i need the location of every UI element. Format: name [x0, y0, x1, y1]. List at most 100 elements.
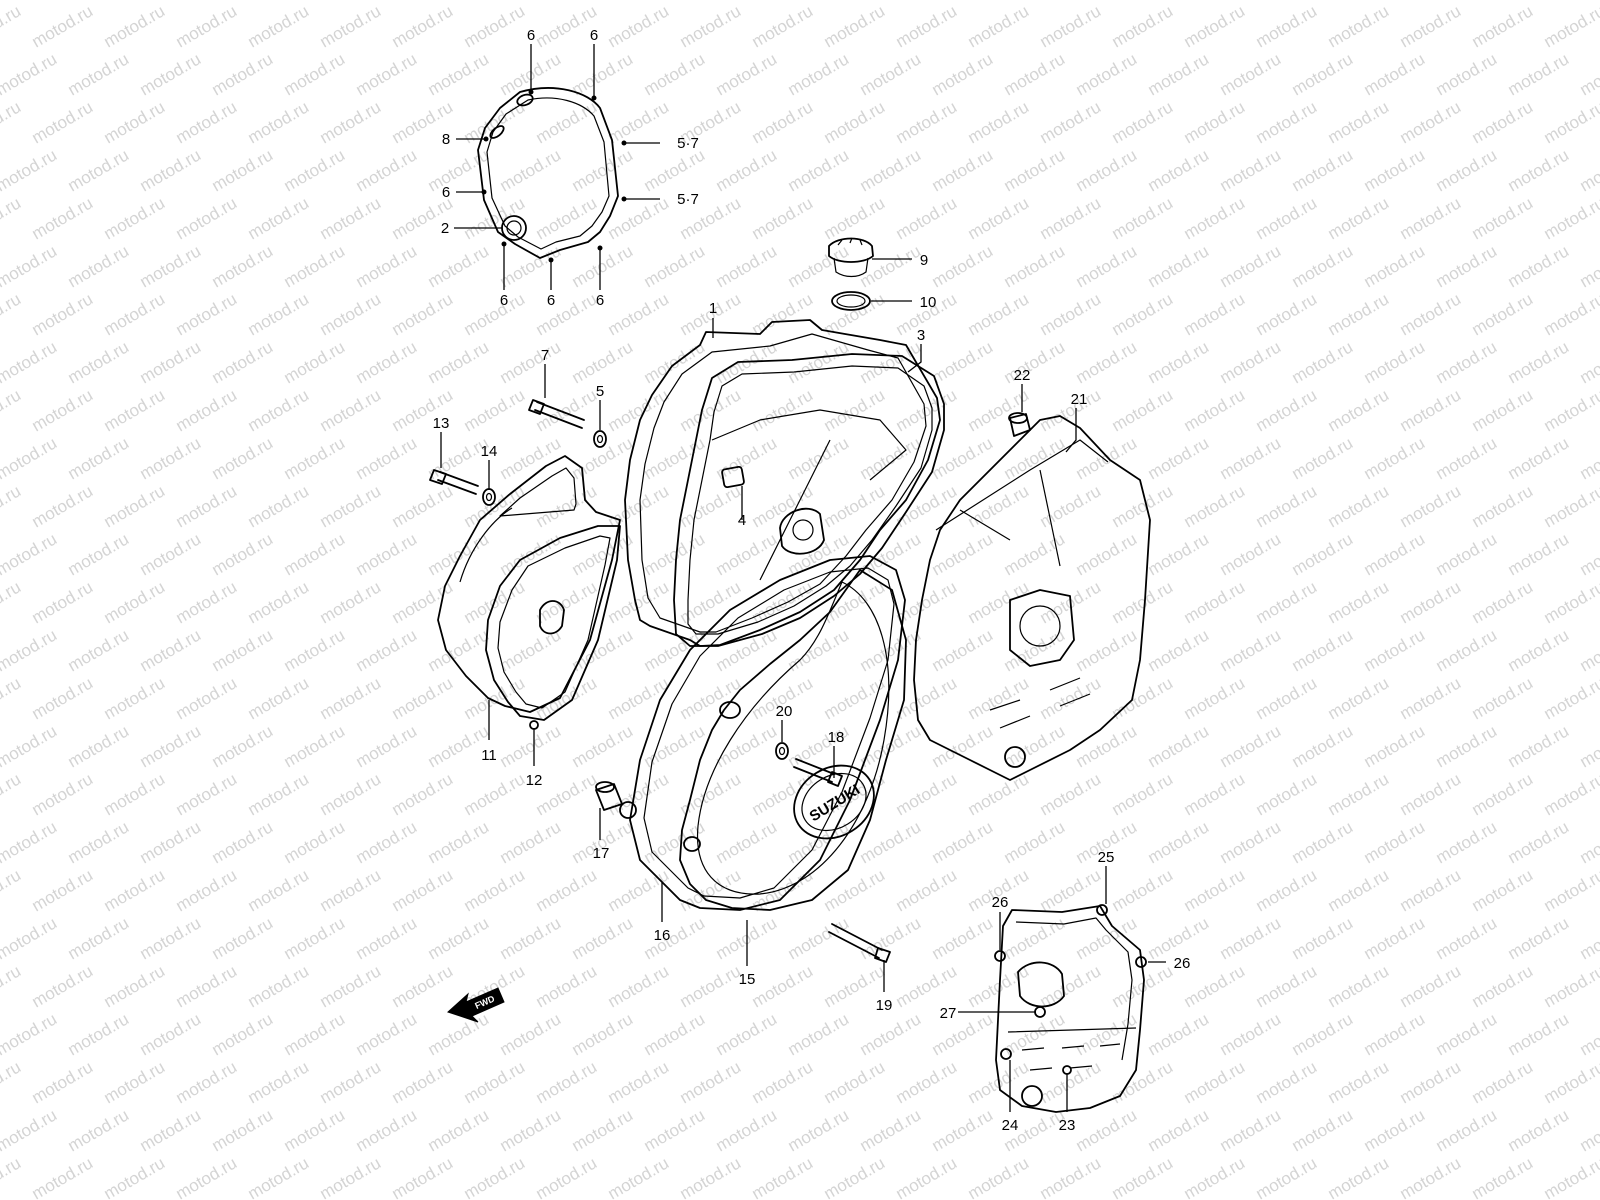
watermark-text: motod.ru [1181, 769, 1249, 819]
watermark-text: motod.ru [0, 49, 60, 99]
inner-cover-dowel [1008, 412, 1031, 437]
watermark-text: motod.ru [245, 1057, 313, 1107]
watermark-text: motod.ru [605, 97, 673, 147]
watermark-text: motod.ru [0, 1, 24, 51]
callout-c20: 20 [776, 703, 793, 720]
watermark-text: motod.ru [317, 673, 385, 723]
watermark-text: motod.ru [497, 817, 565, 867]
watermark-text: motod.ru [1037, 961, 1105, 1011]
watermark-text: motod.ru [0, 625, 60, 675]
watermark-text: motod.ru [821, 1057, 889, 1107]
watermark-text: motod.ru [749, 385, 817, 435]
watermark-text: motod.ru [569, 1105, 637, 1155]
watermark-text: motod.ru [893, 673, 961, 723]
watermark-text: motod.ru [137, 49, 205, 99]
watermark-text: motod.ru [1145, 817, 1213, 867]
callout-c22: 22 [1014, 367, 1031, 384]
watermark-text: motod.ru [65, 625, 133, 675]
callout-c57a: 5·7 [677, 135, 699, 152]
watermark-text: motod.ru [0, 0, 60, 3]
watermark-text: motod.ru [1433, 433, 1501, 483]
callout-c16: 16 [654, 927, 671, 944]
callout-c15: 15 [739, 971, 756, 988]
callout-c4: 4 [738, 512, 746, 529]
watermark-text: motod.ru [1577, 433, 1600, 483]
callout-c19: 19 [876, 997, 893, 1014]
watermark-text: motod.ru [641, 1105, 709, 1155]
watermark-text: motod.ru [605, 769, 673, 819]
watermark-text: motod.ru [929, 0, 997, 3]
watermark-text: motod.ru [245, 193, 313, 243]
watermark-text: motod.ru [1505, 49, 1573, 99]
watermark-text: motod.ru [0, 97, 24, 147]
watermark-text: motod.ru [1541, 1153, 1600, 1200]
watermark-text: motod.ru [1469, 1057, 1537, 1107]
watermark-text: motod.ru [497, 241, 565, 291]
watermark-text: motod.ru [1001, 433, 1069, 483]
watermark-text: motod.ru [29, 193, 97, 243]
watermark-text: motod.ru [497, 145, 565, 195]
watermark-text: motod.ru [29, 289, 97, 339]
watermark-text: motod.ru [101, 961, 169, 1011]
watermark-text: motod.ru [785, 49, 853, 99]
watermark-text: motod.ru [1505, 0, 1573, 3]
watermark-text: motod.ru [821, 1, 889, 51]
watermark-text: motod.ru [1361, 241, 1429, 291]
watermark-text: motod.ru [965, 577, 1033, 627]
watermark-text: motod.ru [1217, 913, 1285, 963]
watermark-text: motod.ru [245, 97, 313, 147]
watermark-text: motod.ru [29, 97, 97, 147]
watermark-text: motod.ru [1253, 481, 1321, 531]
watermark-text: motod.ru [1577, 1105, 1600, 1155]
watermark-text: motod.ru [281, 529, 349, 579]
watermark-text: motod.ru [1541, 289, 1600, 339]
watermark-text: motod.ru [785, 241, 853, 291]
watermark-text: motod.ru [317, 289, 385, 339]
watermark-text: motod.ru [1469, 97, 1537, 147]
watermark-text: motod.ru [1073, 49, 1141, 99]
watermark-text: motod.ru [821, 385, 889, 435]
watermark-text: motod.ru [1541, 1, 1600, 51]
watermark-text: motod.ru [353, 913, 421, 963]
watermark-text: motod.ru [461, 193, 529, 243]
watermark-text: motod.ru [65, 913, 133, 963]
watermark-text: motod.ru [713, 241, 781, 291]
watermark-text: motod.ru [641, 145, 709, 195]
water-pump-cover [437, 455, 621, 713]
watermark-text: motod.ru [785, 1009, 853, 1059]
watermark-text: motod.ru [1109, 865, 1177, 915]
watermark-text: motod.ru [1505, 145, 1573, 195]
watermark-text: motod.ru [1037, 193, 1105, 243]
watermark-text: motod.ru [281, 337, 349, 387]
watermark-text: motod.ru [353, 145, 421, 195]
watermark-text: motod.ru [929, 433, 997, 483]
watermark-text: motod.ru [1073, 625, 1141, 675]
callout-c8: 8 [442, 131, 450, 148]
watermark-text: motod.ru [1253, 1153, 1321, 1200]
watermark-text: motod.ru [821, 193, 889, 243]
watermark-text: motod.ru [929, 49, 997, 99]
watermark-text: motod.ru [1361, 721, 1429, 771]
watermark-text: motod.ru [245, 481, 313, 531]
watermark-text: motod.ru [1433, 145, 1501, 195]
watermark-text: motod.ru [1037, 481, 1105, 531]
watermark-text: motod.ru [101, 193, 169, 243]
watermark-text: motod.ru [1217, 145, 1285, 195]
watermark-text: motod.ru [1397, 1153, 1465, 1200]
watermark-text: motod.ru [1001, 337, 1069, 387]
watermark-text: motod.ru [1109, 193, 1177, 243]
watermark-text: motod.ru [461, 97, 529, 147]
watermark-text: motod.ru [1181, 97, 1249, 147]
watermark-text: motod.ru [569, 721, 637, 771]
watermark-text: motod.ru [1001, 913, 1069, 963]
watermark-text: motod.ru [893, 769, 961, 819]
watermark-text: motod.ru [425, 913, 493, 963]
callout-c6d: 6 [500, 292, 508, 309]
watermark-text: motod.ru [101, 769, 169, 819]
watermark-text: motod.ru [101, 1, 169, 51]
watermark-text: motod.ru [0, 721, 60, 771]
watermark-text: motod.ru [1217, 817, 1285, 867]
watermark-text: motod.ru [173, 673, 241, 723]
watermark-text: motod.ru [1181, 481, 1249, 531]
watermark-text: motod.ru [965, 1, 1033, 51]
